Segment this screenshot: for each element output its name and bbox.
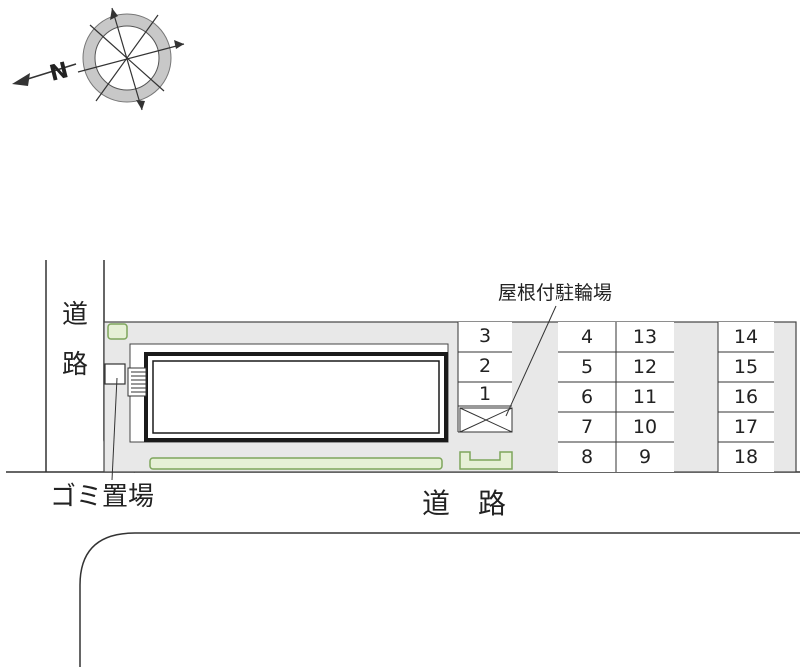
parking-spot-label: 7 — [580, 416, 594, 438]
parking-spot-label: 9 — [638, 446, 652, 468]
parking-spot-label: 6 — [580, 386, 594, 408]
parking-spot-label: 15 — [733, 356, 759, 378]
hedge — [149, 457, 443, 470]
road-label-left-top: 道 — [61, 300, 88, 330]
bicycle-parking-icon — [459, 407, 513, 433]
parking-spot-label: 12 — [632, 356, 658, 378]
parking-spot-label: 5 — [580, 356, 594, 378]
hedge — [459, 451, 513, 470]
trash-area — [104, 363, 126, 385]
road-label-bottom: 道 路 — [422, 487, 507, 520]
road-label-left-bottom: 路 — [61, 350, 88, 380]
parking-spot-label: 3 — [478, 325, 492, 347]
parking-spot-label: 1 — [478, 383, 492, 405]
parking-spot-label: 13 — [632, 326, 658, 348]
bicycle-parking-label: 屋根付駐輪場 — [498, 282, 613, 304]
parking-spot-label: 14 — [733, 326, 759, 348]
parking-spot-label: 11 — [632, 386, 658, 408]
compass-icon — [12, 7, 185, 111]
parking-spot-label: 10 — [632, 416, 658, 438]
parking-spot-label: 18 — [733, 446, 759, 468]
parking-spot-label: 4 — [580, 326, 594, 348]
parking-spot-label: 2 — [478, 355, 492, 377]
parking-spot-label: 17 — [733, 416, 759, 438]
trash-label: ゴミ置場 — [50, 482, 155, 512]
parking-spot-label: 16 — [733, 386, 759, 408]
hedge — [107, 323, 128, 340]
parking-spot-label: 8 — [580, 446, 594, 468]
building — [127, 343, 449, 443]
